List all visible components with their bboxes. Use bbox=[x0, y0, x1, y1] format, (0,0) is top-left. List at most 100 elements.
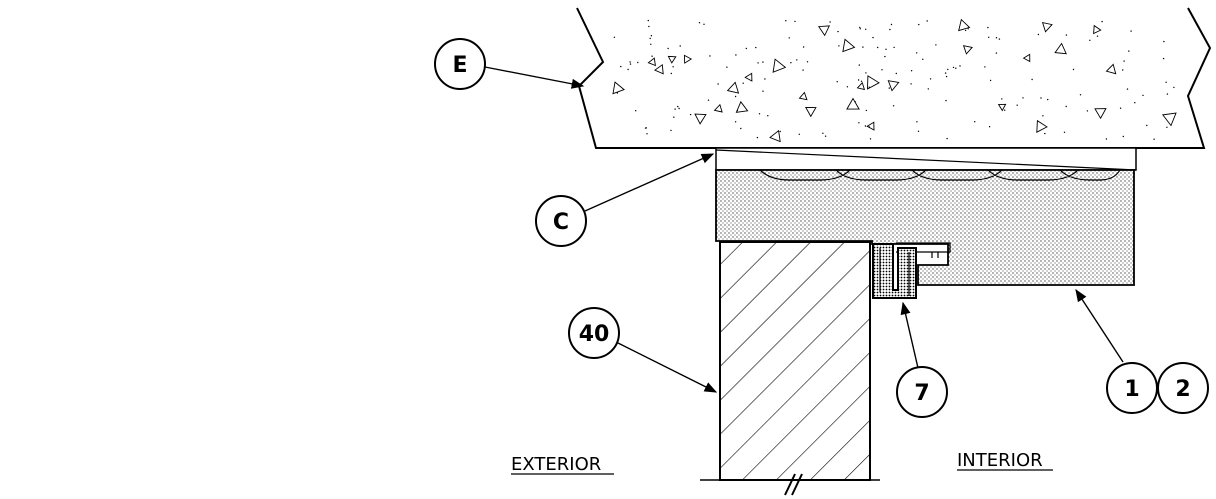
aggregate-dot bbox=[790, 62, 792, 64]
aggregate-dot bbox=[1130, 30, 1132, 32]
aggregate-dot bbox=[927, 88, 929, 90]
aggregate-stone bbox=[1022, 53, 1031, 63]
aggregate-dot bbox=[1040, 97, 1042, 99]
aggregate-dot bbox=[1123, 60, 1125, 62]
aggregate-dot bbox=[796, 59, 798, 61]
aggregate-dot bbox=[689, 113, 692, 116]
aggregate-dot bbox=[995, 52, 998, 54]
aggregate-dot bbox=[865, 28, 867, 30]
aggregate-dot bbox=[703, 23, 705, 25]
aggregate-stone bbox=[1094, 108, 1107, 120]
aggregate-dot bbox=[1126, 88, 1129, 90]
aggregate-dot bbox=[890, 23, 893, 26]
aggregate-dot bbox=[806, 61, 809, 63]
wall-post bbox=[719, 241, 871, 481]
label-exterior-text: EXTERIOR bbox=[511, 454, 601, 475]
aggregate-dot bbox=[1101, 20, 1103, 23]
aggregate-dot bbox=[988, 126, 991, 128]
aggregate-dot bbox=[838, 45, 840, 47]
label-exterior: EXTERIOR bbox=[511, 454, 614, 475]
aggregate-dot bbox=[649, 37, 651, 40]
callout-e-label: E bbox=[452, 53, 467, 78]
aggregate-stone bbox=[887, 80, 900, 92]
aggregate-dot bbox=[895, 72, 897, 75]
aggregate-dot bbox=[635, 110, 637, 112]
aggregate-stone bbox=[1093, 24, 1102, 35]
aggregate-dot bbox=[1119, 107, 1122, 109]
aggregate-dot bbox=[837, 30, 839, 33]
aggregate-dot bbox=[947, 68, 949, 71]
aggregate-dot bbox=[726, 66, 728, 68]
callout-e: E bbox=[434, 38, 486, 90]
aggregate-dot bbox=[674, 108, 676, 110]
callout-40: 40 bbox=[568, 307, 620, 359]
callout-40-label: 40 bbox=[579, 322, 610, 347]
aggregate-dot bbox=[670, 129, 672, 132]
aggregate-dot bbox=[881, 69, 883, 71]
callout-1-label: 1 bbox=[1124, 377, 1139, 402]
aggregate-stone bbox=[958, 18, 971, 32]
aggregate-dot bbox=[1022, 97, 1024, 99]
aggregate-dot bbox=[802, 69, 804, 71]
aggregate-stone bbox=[683, 54, 693, 64]
aggregate-dot bbox=[929, 78, 932, 80]
aggregate-dot bbox=[762, 90, 764, 92]
aggregate-dot bbox=[893, 46, 895, 49]
aggregate-dot bbox=[673, 116, 675, 118]
aggregate-dot bbox=[946, 137, 948, 140]
aggregate-dot bbox=[916, 121, 918, 123]
aggregate-dot bbox=[888, 87, 890, 89]
aggregate-dot bbox=[629, 61, 631, 63]
foam-block bbox=[715, 169, 1135, 286]
callout-7: 7 bbox=[896, 366, 948, 418]
aggregate-dot bbox=[859, 26, 861, 29]
aggregate-stone bbox=[653, 63, 664, 75]
aggregate-stone bbox=[713, 103, 723, 113]
concrete-aggregate bbox=[612, 18, 1177, 143]
aggregate-dot bbox=[872, 36, 874, 39]
aggregate-dot bbox=[1122, 69, 1124, 71]
aggregate-dot bbox=[767, 115, 769, 117]
aggregate-stone bbox=[997, 103, 1007, 112]
aggregate-stone bbox=[805, 107, 817, 118]
aggregate-dot bbox=[1042, 115, 1044, 117]
aggregate-dot bbox=[620, 65, 622, 68]
aggregate-dot bbox=[677, 105, 679, 108]
callout-c: C bbox=[535, 195, 587, 247]
aggregate-dot bbox=[892, 105, 895, 107]
aggregate-dot bbox=[1089, 39, 1091, 41]
concrete-slab bbox=[576, 7, 1212, 149]
aggregate-dot bbox=[644, 127, 647, 129]
label-interior-text: INTERIOR bbox=[957, 450, 1043, 471]
aggregate-dot bbox=[959, 65, 961, 67]
aggregate-dot bbox=[678, 107, 680, 110]
aggregate-dot bbox=[974, 121, 976, 123]
aggregate-dot bbox=[822, 132, 824, 134]
aggregate-dot bbox=[1065, 34, 1068, 36]
aggregate-dot bbox=[798, 133, 800, 135]
aggregate-dot bbox=[1122, 135, 1125, 138]
aggregate-dot bbox=[1004, 109, 1006, 111]
aggregate-dot bbox=[629, 63, 632, 65]
callout-1: 1 bbox=[1106, 362, 1158, 414]
aggregate-dot bbox=[836, 81, 838, 83]
aggregate-stone bbox=[726, 81, 740, 94]
aggregate-dot bbox=[794, 20, 796, 23]
shim-plate bbox=[715, 147, 1137, 171]
aggregate-dot bbox=[679, 45, 681, 47]
aggregate-dot bbox=[779, 130, 781, 133]
aggregate-dot bbox=[650, 35, 653, 37]
aggregate-dot bbox=[858, 122, 860, 124]
aggregate-dot bbox=[989, 79, 992, 82]
aggregate-dot bbox=[1096, 35, 1099, 37]
aggregate-dot bbox=[829, 21, 831, 23]
aggregate-dot bbox=[877, 46, 879, 49]
aggregate-dot bbox=[955, 67, 957, 69]
aggregate-dot bbox=[859, 28, 861, 30]
aggregate-dot bbox=[1165, 81, 1167, 84]
aggregate-dot bbox=[1142, 94, 1144, 97]
aggregate-dot bbox=[910, 83, 912, 85]
aggregate-dot bbox=[648, 25, 650, 28]
callout-2-label: 2 bbox=[1175, 377, 1190, 402]
aggregate-dot bbox=[884, 55, 886, 58]
